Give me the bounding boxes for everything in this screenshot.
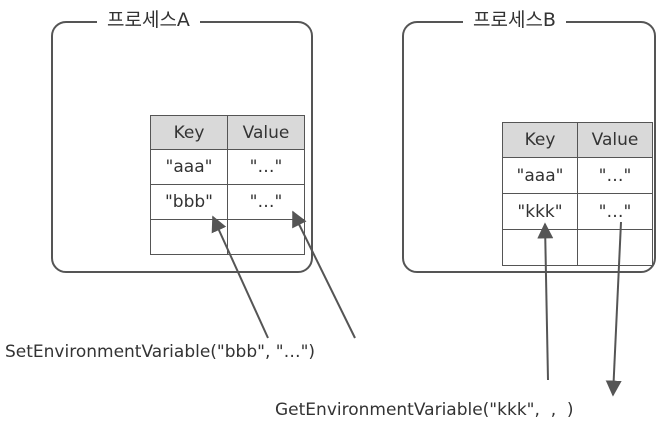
key-cell: "bbb" (150, 184, 228, 220)
table-row: "aaa" "…" (502, 157, 653, 194)
value-cell: "…" (577, 193, 653, 230)
key-cell (502, 229, 578, 266)
table-row: "kkk" "…" (502, 193, 653, 230)
value-cell: "…" (227, 184, 305, 220)
table-row: "aaa" "…" (150, 149, 305, 185)
value-header: Value (227, 115, 305, 150)
value-cell (227, 219, 305, 255)
key-cell: "kkk" (502, 193, 578, 230)
set-environment-variable-call: SetEnvironmentVariable("bbb", "…") (5, 342, 316, 362)
table-row (150, 219, 305, 255)
key-cell: "aaa" (150, 149, 228, 185)
process-a-title: 프로세스A (97, 9, 200, 31)
value-cell (577, 229, 653, 266)
table-row (502, 229, 653, 266)
value-cell: "…" (227, 149, 305, 185)
process-b-env-table: Key Value "aaa" "…" "kkk" "…" (502, 122, 653, 266)
key-cell (150, 219, 228, 255)
key-cell: "aaa" (502, 157, 578, 194)
process-b-title: 프로세스B (463, 9, 566, 31)
key-header: Key (502, 122, 578, 158)
value-header: Value (577, 122, 653, 158)
table-row: "bbb" "…" (150, 184, 305, 220)
key-header: Key (150, 115, 228, 150)
get-environment-variable-call: GetEnvironmentVariable("kkk", , ) (275, 400, 574, 420)
process-a-env-table: Key Value "aaa" "…" "bbb" "…" (150, 115, 305, 255)
value-cell: "…" (577, 157, 653, 194)
